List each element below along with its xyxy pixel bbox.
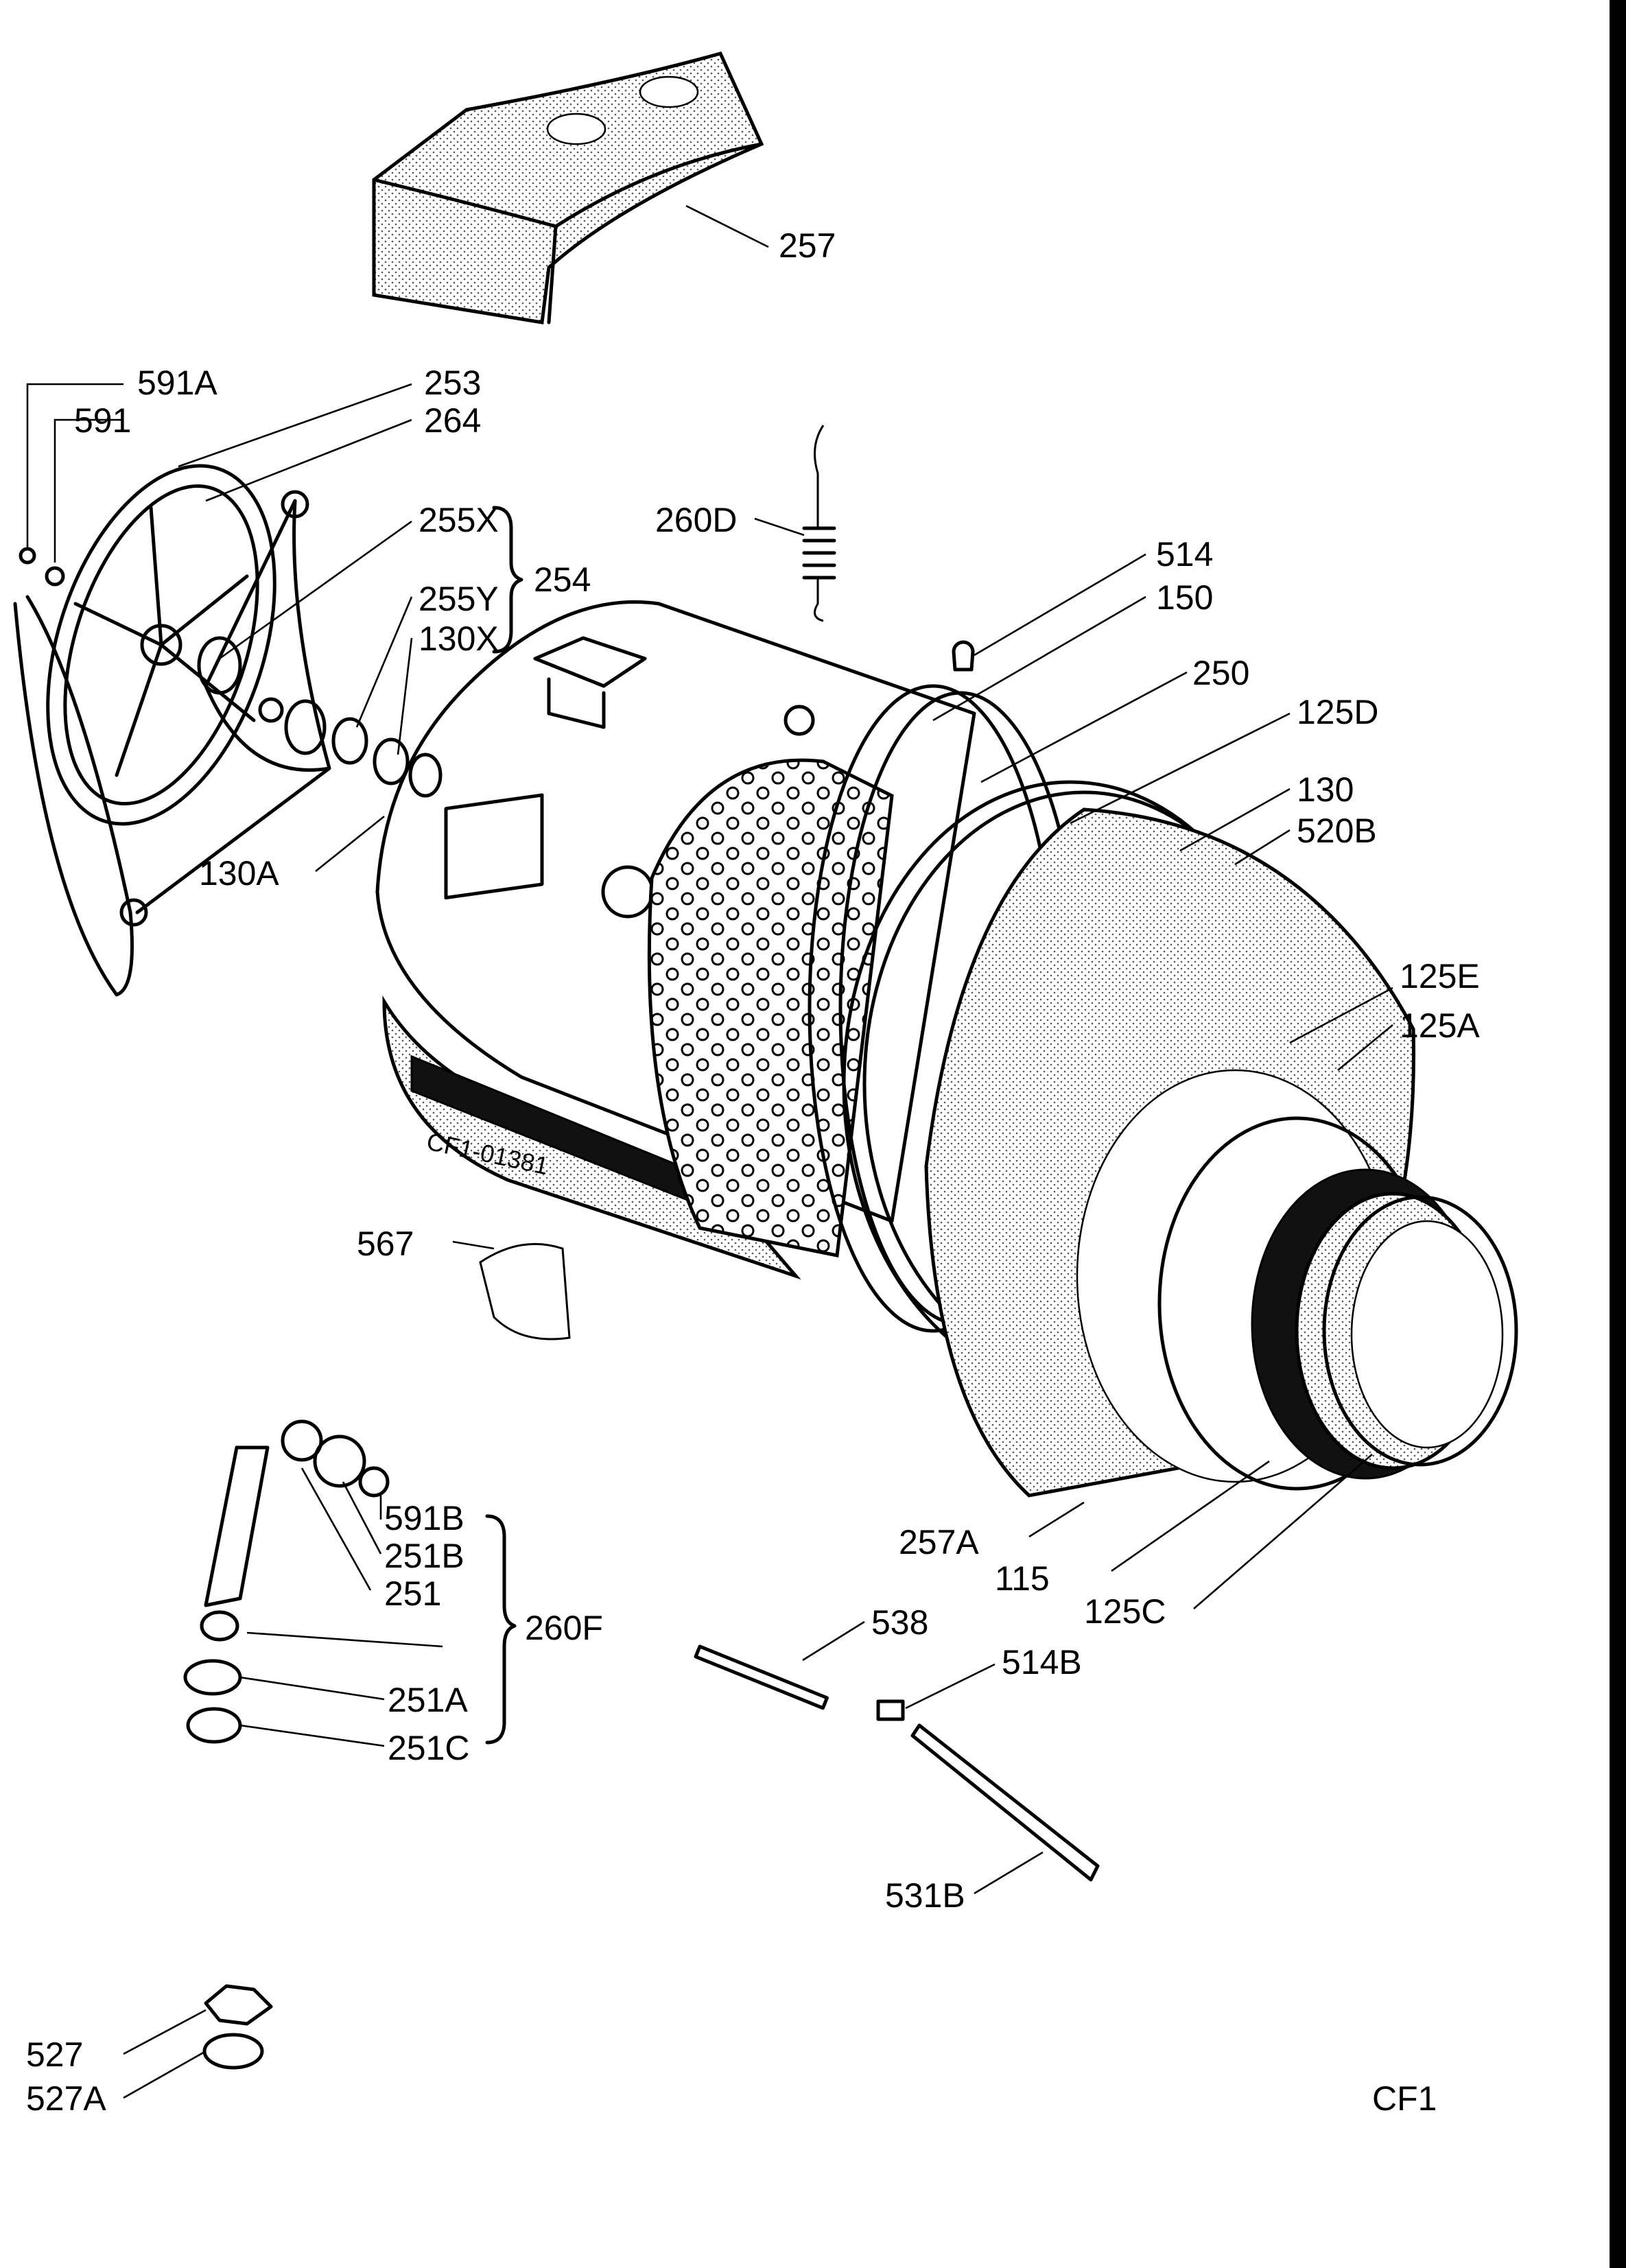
- callout-260d: 260D: [655, 501, 738, 539]
- callout-591a: 591A: [137, 364, 217, 402]
- callout-253: 253: [424, 364, 481, 402]
- callout-251b: 251B: [384, 1537, 464, 1575]
- callout-260f: 260F: [525, 1609, 603, 1647]
- callout-264: 264: [424, 401, 481, 440]
- callout-251c: 251C: [388, 1729, 470, 1767]
- callout-125c: 125C: [1084, 1592, 1166, 1631]
- callout-591: 591: [74, 401, 131, 440]
- callout-251a: 251A: [388, 1681, 468, 1719]
- callout-125a: 125A: [1400, 1006, 1480, 1045]
- callout-130: 130: [1297, 770, 1354, 809]
- callout-538: 538: [871, 1603, 928, 1642]
- sheet-code: CF1: [1372, 2079, 1437, 2118]
- leader-lines: [26, 204, 1393, 2099]
- callout-254: 254: [534, 560, 591, 599]
- callout-520b: 520B: [1297, 812, 1377, 850]
- callout-255x: 255X: [419, 501, 499, 539]
- callout-527a: 527A: [26, 2079, 106, 2118]
- callout-514: 514: [1156, 535, 1213, 574]
- callout-115: 115: [995, 1559, 1050, 1598]
- callout-130x: 130X: [419, 619, 499, 658]
- callout-257: 257: [779, 226, 836, 265]
- callout-250: 250: [1192, 654, 1249, 692]
- pulley-and-spider: [13, 464, 443, 997]
- suspension-spring: [802, 425, 836, 622]
- callout-567: 567: [357, 1225, 414, 1263]
- callout-labels: 257 591A 591 253 264 255X 254 255Y 130X …: [26, 226, 1480, 2118]
- callout-591b: 591B: [384, 1499, 464, 1537]
- callout-257a: 257A: [899, 1523, 979, 1561]
- small-parts: [183, 640, 1100, 2070]
- callout-531b: 531B: [885, 1876, 965, 1915]
- callout-255y: 255Y: [419, 580, 499, 618]
- page-edge-rule: [1610, 0, 1626, 2268]
- counterweight-block: [372, 51, 764, 324]
- callout-251: 251: [384, 1574, 441, 1613]
- callout-527: 527: [26, 2035, 83, 2074]
- callout-150: 150: [1156, 578, 1213, 617]
- callout-125e: 125E: [1400, 957, 1480, 995]
- callout-125d: 125D: [1297, 693, 1379, 731]
- callout-130a: 130A: [199, 854, 279, 893]
- front-bellows-and-rings: [842, 780, 1518, 1498]
- callout-514b: 514B: [1002, 1643, 1082, 1681]
